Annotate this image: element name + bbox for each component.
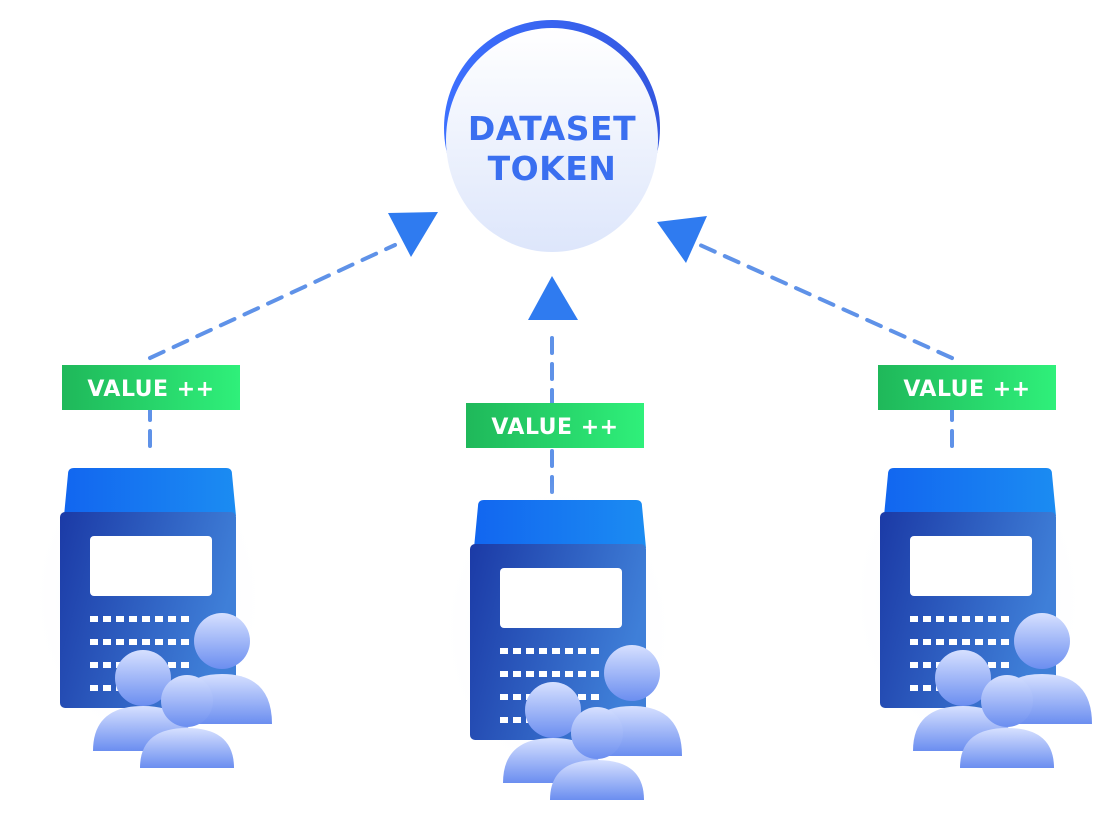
value-badge-label: VALUE ++: [87, 377, 214, 402]
value-badge-label: VALUE ++: [491, 415, 618, 440]
value-badge-left: VALUE ++: [62, 365, 240, 410]
value-badge-right: VALUE ++: [878, 365, 1056, 410]
arrow-up-icon-right: [657, 216, 707, 263]
token-title-line1: DATASET: [468, 109, 636, 148]
server-icon-right: [848, 448, 1092, 768]
token-title-line2: TOKEN: [488, 149, 617, 188]
dataset-token-node: DATASET TOKEN: [444, 20, 660, 252]
connector-right: [698, 243, 954, 448]
server-icon-left: [28, 448, 272, 768]
connector-left: [148, 243, 397, 448]
arrow-up-icon-middle: [528, 276, 578, 320]
value-badge-middle: VALUE ++: [466, 403, 644, 448]
server-icon-middle: [438, 480, 682, 800]
value-badge-label: VALUE ++: [903, 377, 1030, 402]
arrow-up-icon-left: [388, 212, 438, 257]
